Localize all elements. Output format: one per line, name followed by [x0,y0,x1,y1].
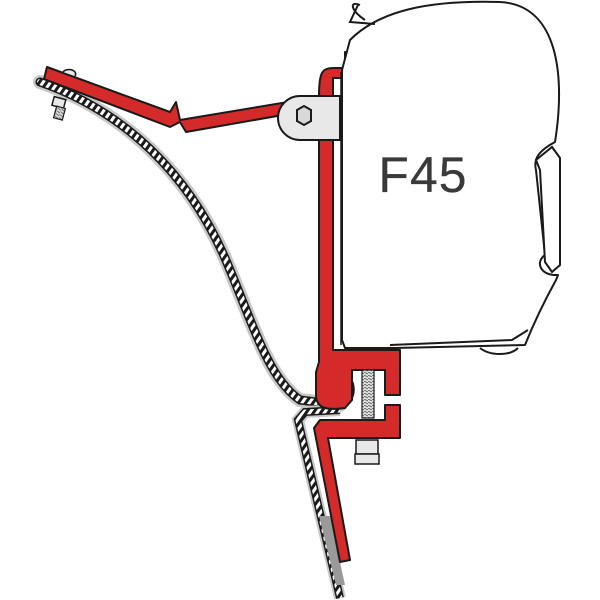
lower-clamp-bolt [354,369,380,465]
hex-bolt-clamp [277,95,341,141]
awning-model-label: F45 [378,147,468,203]
awning-housing [340,0,561,355]
roof-screw [50,68,77,121]
hex-bolt-icon [296,104,312,127]
adapter-bracket [43,51,401,563]
lower-wall-panel [291,404,346,600]
